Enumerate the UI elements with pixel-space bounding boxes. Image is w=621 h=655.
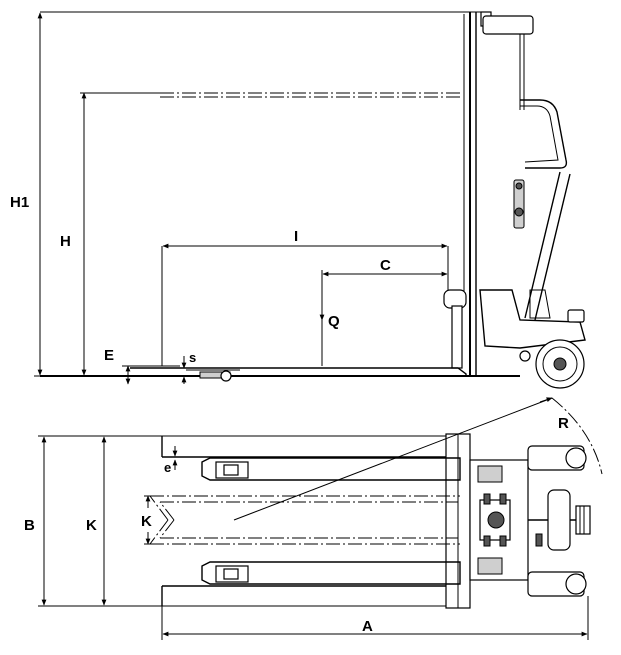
dimension-h1 <box>34 12 120 377</box>
mast <box>40 11 534 376</box>
chassis-top <box>469 445 591 597</box>
label-r: R <box>558 415 569 432</box>
dimension-k-inner <box>144 495 152 545</box>
label-e-lower: e <box>164 460 171 475</box>
label-k-inner: K <box>141 513 152 530</box>
label-h1: H1 <box>10 194 29 211</box>
label-b: B <box>24 517 35 534</box>
label-q: Q <box>328 313 340 330</box>
fork-tine-upper <box>201 457 461 481</box>
fork-outline <box>38 433 471 609</box>
fork-carriage <box>40 289 520 382</box>
side-view: H1 H E s I C Q <box>10 11 586 389</box>
load-outline <box>161 246 449 366</box>
label-s: s <box>189 350 196 365</box>
dimension-c <box>321 270 448 366</box>
dimension-h <box>80 92 160 376</box>
dimension-e <box>122 365 180 385</box>
dimension-r <box>233 397 603 521</box>
label-e-upper: E <box>104 347 114 364</box>
label-h: H <box>60 233 71 250</box>
fork-tine-lower <box>201 561 461 585</box>
drive-unit <box>479 289 586 389</box>
tiller-handle <box>513 99 571 321</box>
label-i: I <box>294 228 298 245</box>
label-k-outer: K <box>86 517 97 534</box>
top-view: R B K K e A <box>24 397 603 640</box>
inner-fork-dashed <box>149 495 460 545</box>
dimension-a <box>161 596 589 640</box>
label-c: C <box>380 257 391 274</box>
label-a: A <box>362 618 373 635</box>
